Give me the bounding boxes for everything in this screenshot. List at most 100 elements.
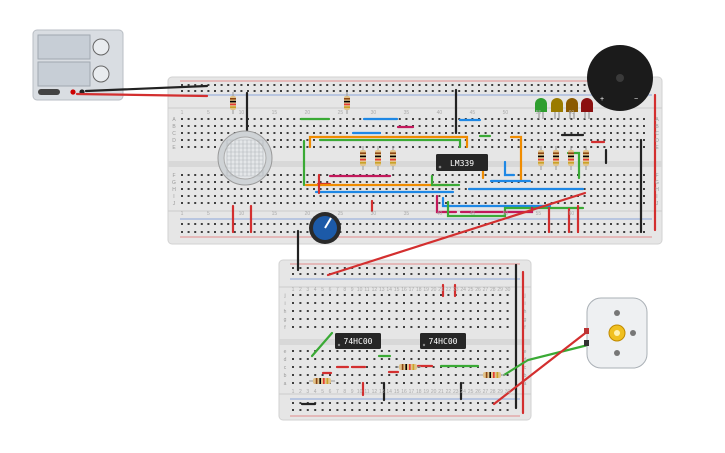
hole bbox=[643, 146, 645, 148]
chip-lm339[interactable]: LM339 bbox=[436, 154, 488, 171]
hole bbox=[517, 195, 520, 197]
resistor[interactable] bbox=[399, 364, 417, 370]
hole bbox=[339, 118, 342, 120]
bottom-row-letter: f bbox=[284, 325, 286, 331]
hole bbox=[454, 318, 457, 320]
resistor[interactable] bbox=[483, 372, 501, 378]
hole bbox=[417, 310, 420, 312]
hole bbox=[220, 118, 223, 120]
hole bbox=[321, 350, 324, 352]
led[interactable] bbox=[581, 98, 593, 112]
hole bbox=[451, 174, 454, 176]
hole bbox=[380, 402, 383, 404]
hole bbox=[544, 118, 546, 120]
bottom-column-number: 21 bbox=[438, 287, 444, 293]
hole bbox=[603, 118, 606, 120]
bottom-column-number: 22 bbox=[446, 287, 452, 293]
hole bbox=[388, 402, 391, 404]
potentiometer[interactable] bbox=[309, 212, 341, 244]
hole bbox=[326, 174, 329, 176]
resistors[interactable] bbox=[230, 92, 589, 384]
hole bbox=[365, 202, 368, 204]
hole bbox=[557, 202, 560, 204]
hole bbox=[207, 146, 210, 148]
hole bbox=[484, 350, 487, 352]
hole bbox=[432, 302, 435, 304]
hole bbox=[425, 374, 428, 376]
hole bbox=[359, 231, 362, 233]
bottom-column-number: 6 bbox=[329, 389, 332, 395]
hole bbox=[412, 181, 414, 183]
hole bbox=[227, 202, 230, 204]
hole bbox=[273, 188, 276, 190]
hole bbox=[299, 188, 302, 190]
hole bbox=[336, 350, 339, 352]
hole bbox=[299, 195, 302, 197]
hole bbox=[266, 139, 269, 141]
hole bbox=[306, 146, 309, 148]
hole bbox=[447, 294, 450, 296]
hole bbox=[379, 231, 381, 233]
leds[interactable] bbox=[535, 98, 593, 119]
top-column-number: 1 bbox=[181, 211, 184, 217]
hole bbox=[491, 294, 494, 296]
buzzer[interactable]: + − bbox=[587, 45, 653, 111]
resistor[interactable] bbox=[313, 378, 331, 384]
hole bbox=[517, 223, 520, 225]
led[interactable] bbox=[535, 98, 547, 112]
top-row-letter: F bbox=[172, 173, 175, 179]
hole bbox=[398, 195, 401, 197]
hole bbox=[365, 231, 368, 233]
hole bbox=[469, 310, 472, 312]
hole bbox=[319, 90, 322, 92]
hole bbox=[395, 374, 398, 376]
hole bbox=[623, 223, 626, 225]
hole bbox=[469, 402, 472, 404]
hole bbox=[194, 132, 197, 134]
hole bbox=[530, 146, 533, 148]
chip-74hc00-right[interactable]: 74HC00 bbox=[420, 333, 466, 349]
hole bbox=[260, 84, 263, 86]
hole bbox=[477, 374, 479, 376]
bottom-column-number: 8 bbox=[343, 287, 346, 293]
hole bbox=[207, 118, 210, 120]
hole bbox=[623, 174, 626, 176]
wires[interactable] bbox=[75, 84, 657, 415]
hole bbox=[544, 195, 546, 197]
hole bbox=[332, 181, 335, 183]
hole bbox=[388, 302, 391, 304]
hole bbox=[339, 188, 342, 190]
hole bbox=[596, 231, 599, 233]
hole bbox=[432, 310, 435, 312]
hole bbox=[491, 358, 494, 360]
hole bbox=[392, 231, 395, 233]
hole bbox=[570, 125, 573, 127]
hole bbox=[596, 195, 599, 197]
hole bbox=[352, 90, 355, 92]
hole bbox=[280, 139, 282, 141]
hole bbox=[623, 188, 626, 190]
hole bbox=[432, 358, 435, 360]
bottom-row-letter: b bbox=[524, 373, 527, 379]
hole bbox=[471, 146, 474, 148]
hole bbox=[440, 350, 442, 352]
hole bbox=[352, 231, 355, 233]
hole bbox=[583, 181, 586, 183]
hole bbox=[491, 132, 494, 134]
hole bbox=[432, 267, 435, 269]
led[interactable] bbox=[551, 98, 563, 112]
led[interactable] bbox=[566, 98, 578, 112]
hole bbox=[577, 146, 579, 148]
hole bbox=[351, 350, 354, 352]
hole bbox=[266, 174, 269, 176]
chip-74hc00-left[interactable]: 74HC00 bbox=[335, 333, 381, 349]
hole bbox=[358, 382, 361, 384]
hole bbox=[511, 84, 513, 86]
power-supply[interactable] bbox=[32, 29, 124, 101]
dc-motor[interactable] bbox=[584, 297, 648, 369]
hole bbox=[517, 90, 520, 92]
gas-sensor[interactable] bbox=[217, 130, 273, 186]
hole bbox=[233, 202, 236, 204]
hole bbox=[329, 366, 331, 368]
hole bbox=[412, 188, 414, 190]
